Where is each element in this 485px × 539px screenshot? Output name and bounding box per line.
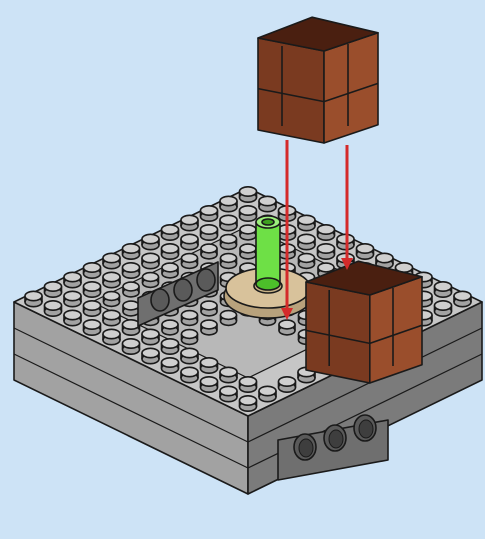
stud (240, 396, 257, 405)
stud (259, 196, 276, 205)
stud (123, 320, 140, 329)
stud (318, 263, 334, 272)
stud (142, 253, 159, 262)
stud (220, 367, 237, 376)
stud (181, 234, 198, 243)
stud (454, 291, 471, 300)
stud (357, 244, 374, 253)
green-bar (256, 216, 280, 290)
stud (299, 254, 315, 263)
stud (220, 386, 237, 395)
stud (181, 215, 198, 224)
stud (162, 339, 179, 348)
stud (220, 215, 237, 224)
stud (182, 254, 198, 263)
stud (182, 311, 198, 320)
technic-hole (197, 269, 215, 291)
stud (201, 320, 217, 329)
stud (240, 206, 257, 215)
stud (221, 235, 237, 244)
crate-front-right (324, 33, 378, 143)
stud (45, 282, 62, 291)
stud (143, 273, 159, 282)
stud (221, 254, 237, 263)
stud (376, 253, 393, 262)
stud (162, 263, 178, 272)
stud (181, 367, 198, 376)
stud (201, 358, 218, 367)
stud (162, 320, 178, 329)
stud (142, 348, 159, 357)
stud (201, 244, 217, 253)
stud (84, 320, 101, 329)
stud (103, 272, 120, 281)
stud (435, 282, 452, 291)
stud (435, 301, 452, 310)
stud (162, 358, 179, 367)
stud (181, 348, 198, 357)
stud (142, 234, 159, 243)
stud (201, 301, 217, 310)
technic-hole (174, 279, 192, 301)
stud (84, 263, 101, 272)
stud (123, 339, 140, 348)
stud (64, 310, 81, 319)
stud (142, 329, 159, 338)
green-bar-body (256, 222, 280, 284)
stud (123, 244, 140, 253)
stud (279, 377, 296, 386)
stud (123, 263, 140, 272)
stud (201, 377, 218, 386)
stud (221, 311, 237, 320)
stud (201, 206, 218, 215)
stud (318, 244, 335, 253)
stud (103, 329, 120, 338)
reddish-brown-crate-placed (306, 261, 422, 383)
stud (240, 244, 256, 253)
technic-hole (151, 289, 169, 311)
stud (123, 301, 139, 310)
stud (240, 187, 257, 196)
stud (162, 244, 179, 253)
stud (84, 301, 101, 310)
stud (103, 253, 120, 262)
stud (182, 330, 198, 339)
stud (259, 386, 276, 395)
stud (123, 282, 139, 291)
stud (240, 225, 256, 234)
reddish-brown-crate (258, 17, 378, 143)
stud (240, 377, 257, 386)
stud (64, 291, 81, 300)
stud (45, 301, 62, 310)
stud (25, 291, 42, 300)
stud (64, 272, 81, 281)
stud (220, 196, 237, 205)
stud (298, 215, 315, 224)
stud (104, 292, 120, 301)
stud (279, 320, 295, 329)
stud (84, 282, 101, 291)
stud (318, 225, 335, 234)
stud (103, 310, 120, 319)
stud (298, 234, 315, 243)
stud (162, 225, 179, 234)
stud (201, 225, 218, 234)
